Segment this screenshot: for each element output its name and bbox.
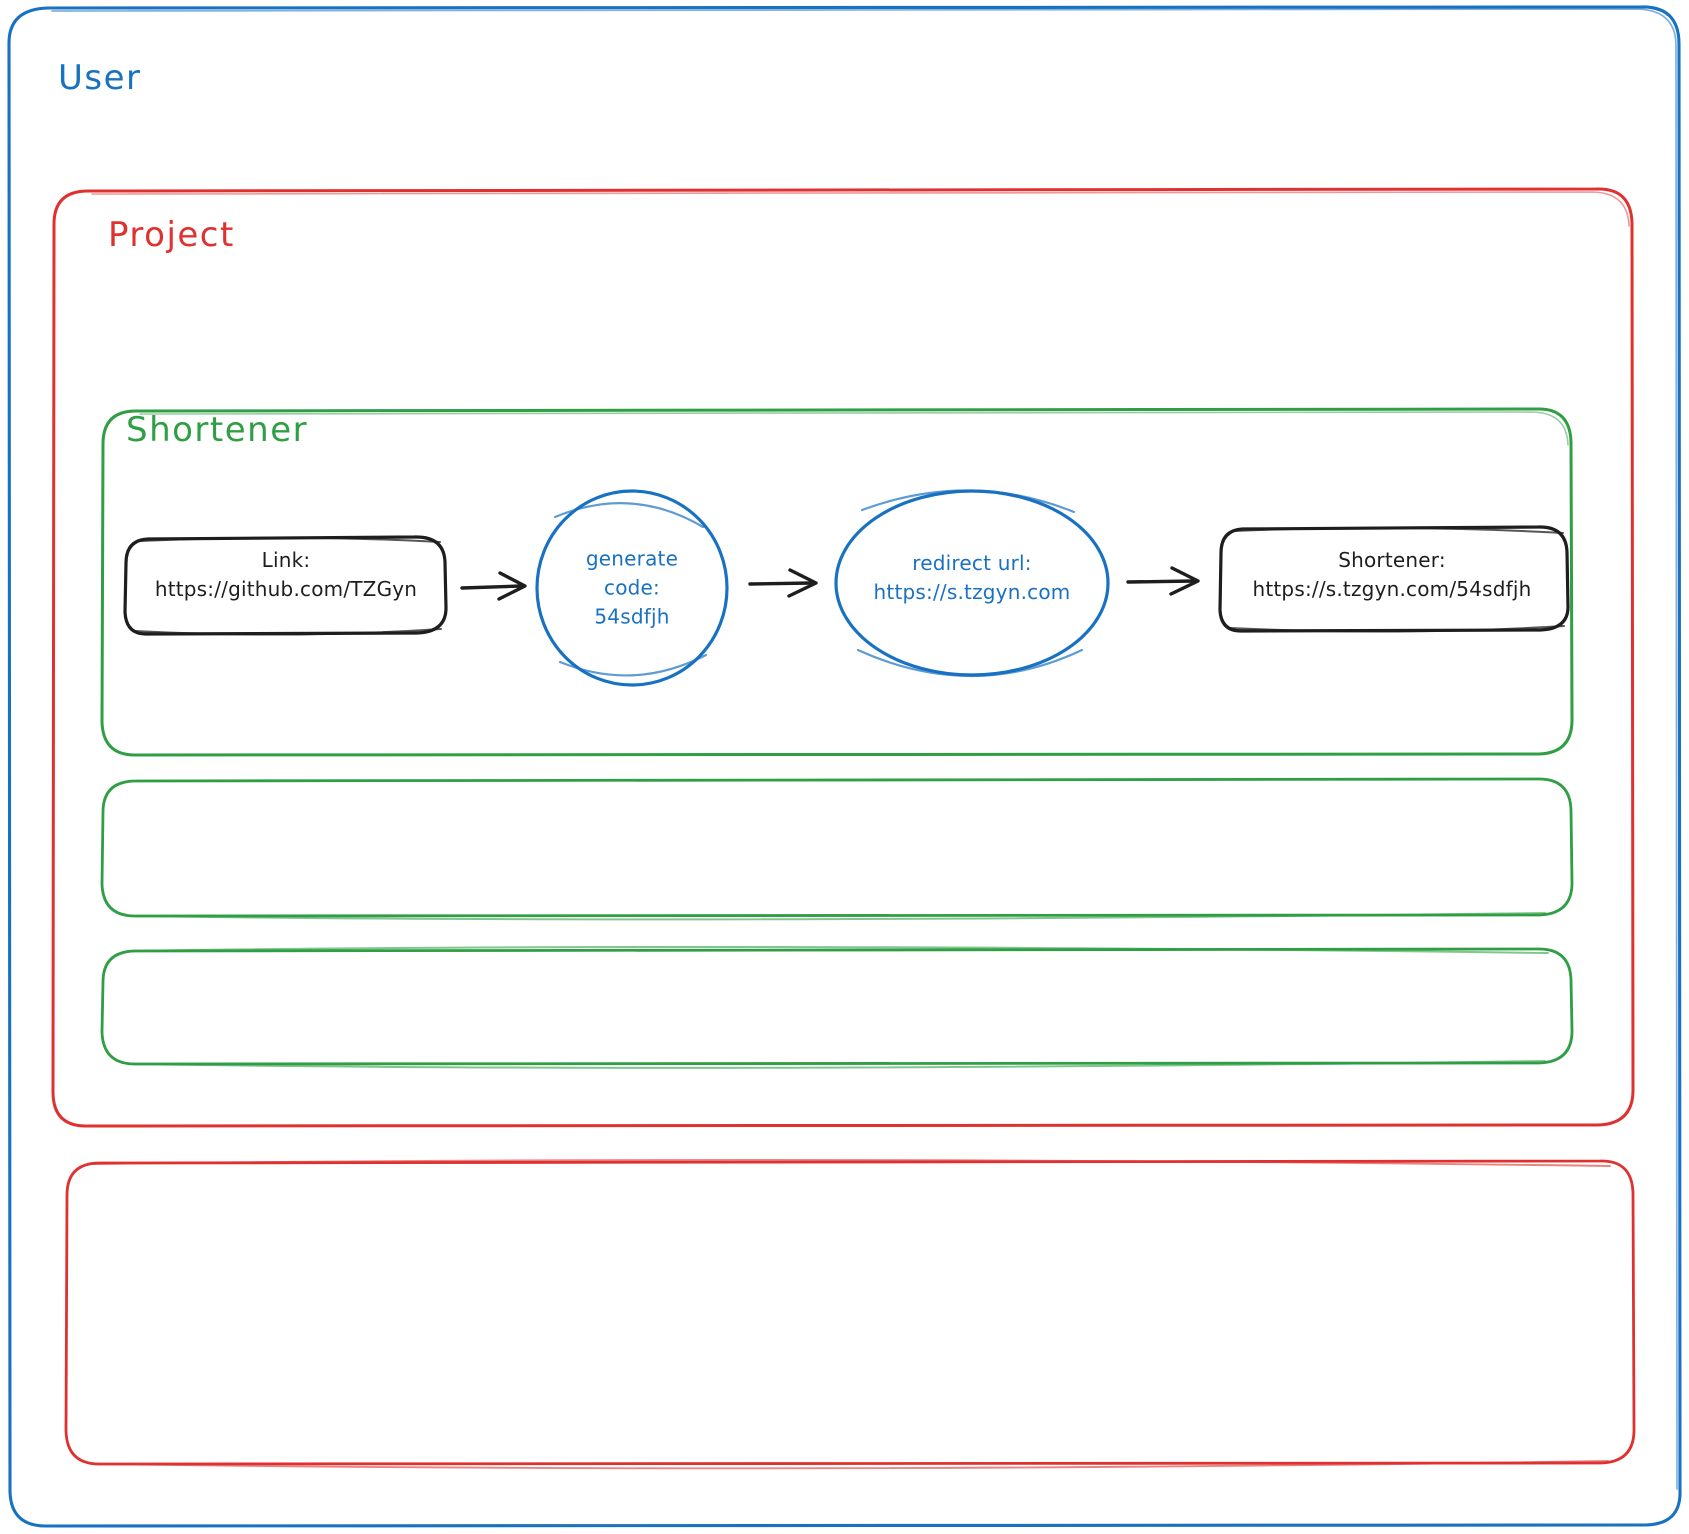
group-empty-service-2[interactable] [100, 945, 1574, 1069]
node-redirect-url-line1: redirect url: [912, 551, 1032, 575]
node-generate-code-line1: generate [585, 546, 679, 571]
group-empty-project-2[interactable] [64, 1159, 1636, 1470]
group-shortener[interactable] [100, 407, 1574, 757]
node-link-label: Link: https://github.com/TZGyn [155, 546, 417, 604]
arrow-generate-to-redirect [748, 568, 818, 598]
group-user[interactable] [7, 5, 1682, 1528]
node-redirect-url[interactable] [834, 489, 1110, 678]
arrow-link-to-generate [460, 571, 527, 601]
node-generate-code-label: generate code: 54sdfjh [586, 545, 678, 632]
node-link-line1: Link: [261, 548, 311, 572]
node-link[interactable] [123, 535, 448, 636]
group-label-user: User [58, 58, 142, 98]
group-label-project: Project [108, 215, 235, 255]
group-project[interactable] [51, 187, 1635, 1128]
group-label-shortener: Shortener [126, 410, 309, 450]
node-redirect-url-line2: https://s.tzgyn.com [873, 580, 1071, 604]
node-generate-code-line3: 54sdfjh [594, 604, 670, 629]
node-shortener-result-line2: https://s.tzgyn.com/54sdfjh [1252, 577, 1532, 601]
node-generate-code-line2: code: [604, 575, 660, 600]
node-link-line2: https://github.com/TZGyn [154, 577, 418, 601]
arrow-redirect-to-shortener [1126, 566, 1200, 596]
group-empty-service-1[interactable] [100, 777, 1574, 921]
node-shortener-result[interactable] [1218, 525, 1570, 633]
node-generate-code[interactable] [535, 489, 729, 687]
node-shortener-result-label: Shortener: https://s.tzgyn.com/54sdfjh [1252, 546, 1531, 604]
node-redirect-url-label: redirect url: https://s.tzgyn.com [874, 549, 1071, 607]
node-shortener-result-line1: Shortener: [1338, 548, 1446, 572]
